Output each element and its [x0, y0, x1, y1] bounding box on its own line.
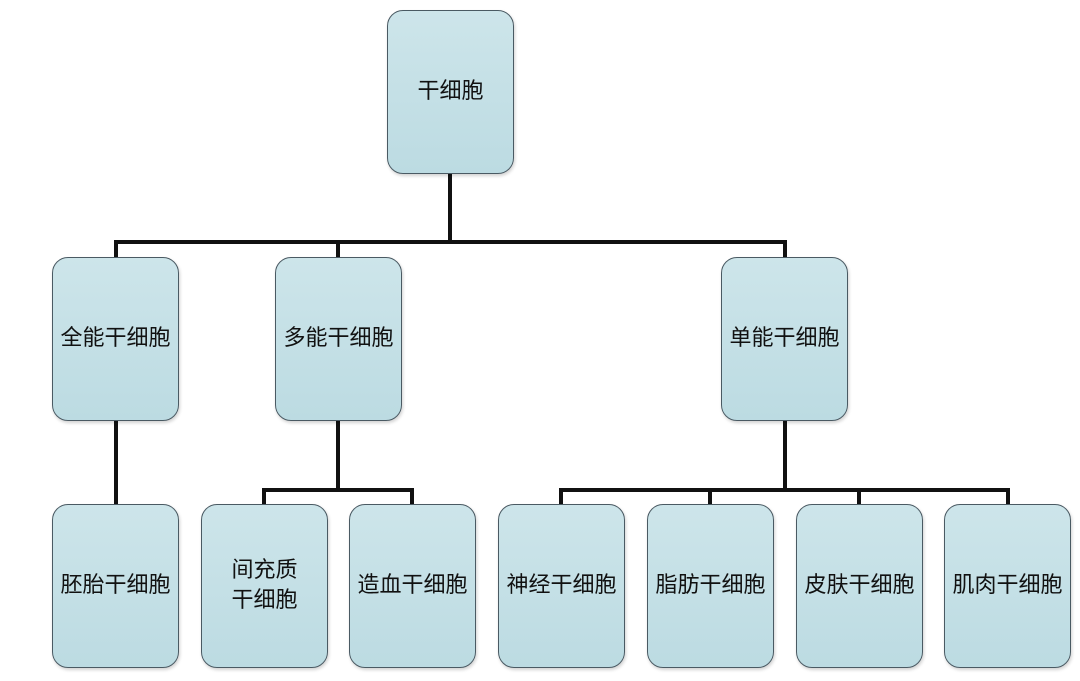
node-label: 脂肪干细胞	[655, 573, 766, 598]
node-neural-stem-cell: 神经干细胞	[498, 504, 625, 668]
node-mesenchymal-stem-cell: 间充质 干细胞	[201, 504, 328, 668]
node-label: 干细胞	[417, 79, 484, 104]
node-hematopoietic-stem-cell: 造血干细胞	[349, 504, 476, 668]
node-adipose-stem-cell: 脂肪干细胞	[647, 504, 774, 668]
node-embryonic-stem-cell: 胚胎干细胞	[52, 504, 179, 668]
node-stem-cell: 干细胞	[387, 10, 514, 174]
node-label: 胚胎干细胞	[60, 573, 171, 598]
node-label: 神经干细胞	[506, 573, 617, 598]
node-label: 造血干细胞	[357, 573, 468, 598]
node-unipotent-stem-cell: 单能干细胞	[721, 257, 848, 421]
node-label: 单能干细胞	[729, 326, 840, 351]
node-label: 肌肉干细胞	[952, 573, 1063, 598]
node-label: 全能干细胞	[60, 326, 171, 351]
node-pluripotent-stem-cell: 多能干细胞	[275, 257, 402, 421]
node-totipotent-stem-cell: 全能干细胞	[52, 257, 179, 421]
node-label: 间充质 干细胞	[231, 558, 298, 613]
node-muscle-stem-cell: 肌肉干细胞	[944, 504, 1071, 668]
node-label: 多能干细胞	[283, 326, 394, 351]
node-label: 皮肤干细胞	[804, 573, 915, 598]
node-skin-stem-cell: 皮肤干细胞	[796, 504, 923, 668]
